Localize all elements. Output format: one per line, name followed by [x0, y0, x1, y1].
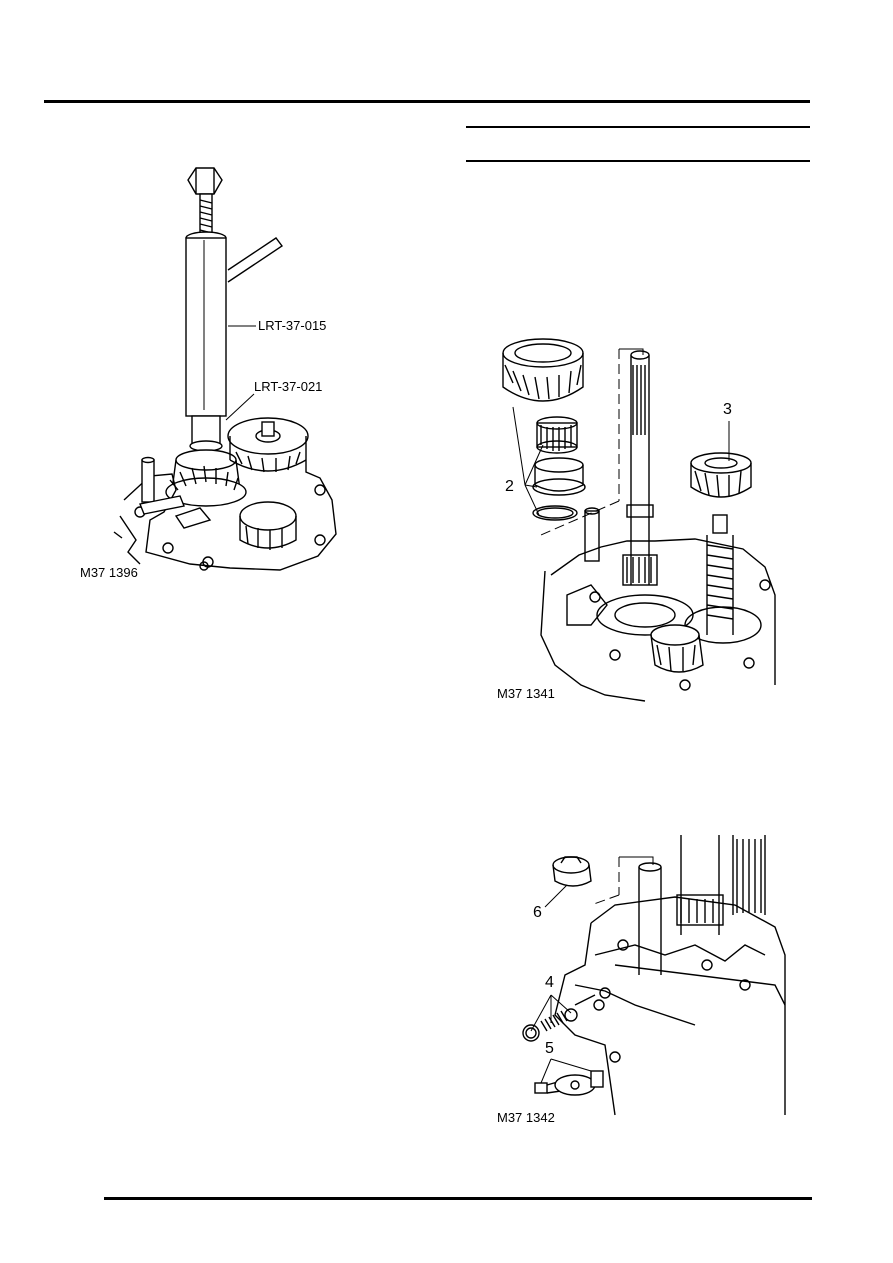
press-tool-illustration: [113, 167, 337, 571]
figure-ref-m37-1341: M37 1341: [497, 686, 555, 701]
callout-5: 5: [545, 1040, 554, 1057]
top-rule: [44, 100, 810, 103]
right-column-rule-lower: [466, 160, 810, 162]
gear-removal-illustration: [502, 338, 776, 702]
figure-ref-m37-1396: M37 1396: [80, 565, 138, 580]
detent-assembly-illustration: [522, 835, 786, 1116]
callout-6: 6: [533, 904, 542, 921]
callout-2: 2: [505, 478, 514, 495]
right-column-rule-upper: [466, 126, 810, 128]
tool-label-lrt-37-015: LRT-37-015: [258, 318, 327, 333]
callout-4: 4: [545, 974, 554, 991]
figure-press-tool: LRT-37-015 LRT-37-021 M37 1396: [80, 160, 440, 590]
figure-detent-assembly: 6 4 5 M37 1342: [495, 835, 790, 1130]
tool-label-lrt-37-021: LRT-37-021: [254, 379, 323, 394]
bottom-rule: [104, 1197, 812, 1200]
figure-ref-m37-1342: M37 1342: [497, 1110, 555, 1125]
callout-3: 3: [723, 401, 732, 418]
figure-gear-removal: 2 3 M37 1341: [495, 335, 785, 705]
